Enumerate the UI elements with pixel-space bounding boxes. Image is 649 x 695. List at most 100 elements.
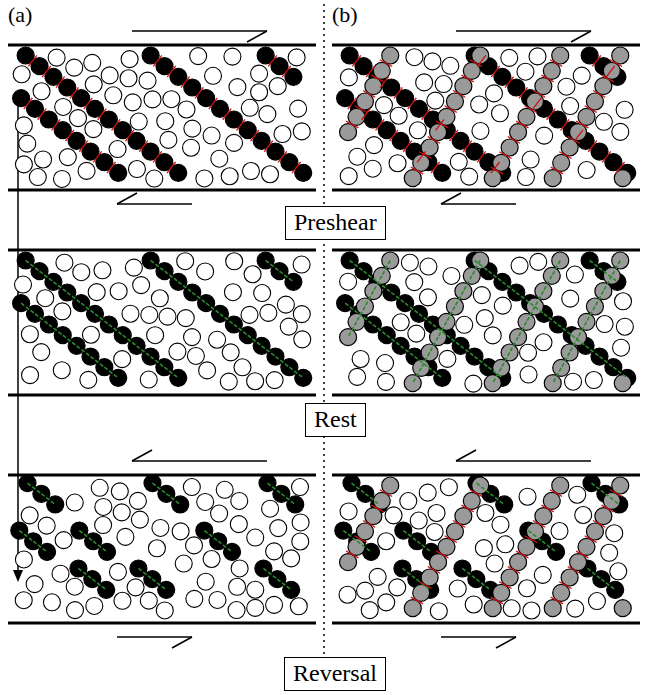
contact-tick <box>250 130 259 141</box>
loose-grain <box>190 48 207 65</box>
loose-grain <box>157 113 174 130</box>
shear-wall <box>332 189 640 192</box>
loose-grain <box>569 486 586 503</box>
contact-line <box>490 494 504 505</box>
contact-tick <box>167 66 176 77</box>
loose-grain <box>251 84 268 101</box>
loose-grain <box>361 602 378 619</box>
chain-grain <box>404 170 421 187</box>
chain-grain <box>586 93 603 110</box>
loose-grain <box>113 504 130 521</box>
contact-line <box>377 282 391 293</box>
chain-grain <box>348 538 365 555</box>
loose-grain <box>91 479 108 496</box>
loose-grain <box>339 586 356 603</box>
loose-grain <box>426 523 443 540</box>
loose-grain <box>19 135 36 152</box>
chain-grain <box>614 600 631 617</box>
loose-grain <box>241 306 258 323</box>
loose-grain <box>277 296 294 313</box>
contact-line <box>90 357 104 368</box>
loose-grain <box>389 155 406 172</box>
contact-line <box>586 346 600 357</box>
loose-grain <box>94 262 111 279</box>
contact-line <box>419 314 433 325</box>
contact-line <box>19 531 33 542</box>
loose-grain <box>475 540 492 557</box>
loose-grain <box>66 578 83 595</box>
loose-grain <box>262 166 279 183</box>
loose-grain <box>228 602 245 619</box>
contact-line <box>104 367 118 378</box>
chain-grain <box>404 600 421 617</box>
contact-tick <box>519 87 528 98</box>
loose-grain <box>29 169 46 186</box>
contact-tick <box>551 597 563 604</box>
chain-grain <box>501 569 518 586</box>
loose-grain <box>151 290 168 307</box>
loose-grain <box>247 599 264 616</box>
contact-tick <box>394 87 403 98</box>
contact-line <box>461 346 475 357</box>
loose-grain <box>260 304 277 321</box>
loose-grain <box>578 162 595 179</box>
contact-line <box>413 368 421 383</box>
contact-tick <box>592 55 601 66</box>
contact-tick <box>167 162 176 173</box>
chain-grain <box>365 78 382 95</box>
chain-grain <box>518 538 535 555</box>
chain-grain <box>484 600 501 617</box>
loose-grain <box>220 373 237 390</box>
loose-grain <box>364 160 381 177</box>
loose-grain <box>160 131 177 148</box>
contact-tick <box>576 551 588 558</box>
shear-arrow <box>117 203 192 205</box>
loose-grain <box>492 516 509 533</box>
contact-line <box>178 282 192 293</box>
loose-grain <box>280 318 297 335</box>
contact-line <box>67 293 81 304</box>
loose-grain <box>456 316 473 333</box>
loose-grain <box>294 331 311 348</box>
loose-grain <box>222 344 239 361</box>
stage-label: Preshear <box>294 209 377 235</box>
loose-grain <box>21 326 38 343</box>
loose-grain <box>244 266 261 283</box>
loose-grain <box>224 284 241 301</box>
contact-tick <box>79 141 88 152</box>
loose-grain <box>95 498 112 515</box>
loose-grain <box>430 603 447 620</box>
loose-grain <box>340 168 357 185</box>
contact-tick <box>363 520 375 527</box>
loose-grain <box>15 551 32 568</box>
loose-grain <box>148 540 165 557</box>
contact-tick <box>363 90 375 97</box>
loose-grain <box>283 550 300 567</box>
contact-tick <box>585 536 597 543</box>
loose-grain <box>131 511 148 528</box>
contact-line <box>552 261 560 276</box>
chain-grain <box>114 327 131 344</box>
loose-grain <box>369 568 386 585</box>
contact-line <box>164 367 178 378</box>
loose-grain <box>266 543 283 560</box>
loose-grain <box>229 578 246 595</box>
contact-tick <box>139 141 148 152</box>
chain-grain <box>595 508 612 525</box>
loose-grain <box>450 153 467 170</box>
loose-grain <box>209 331 226 348</box>
chain-grain <box>526 93 543 110</box>
loose-grain <box>293 123 310 140</box>
loose-grain <box>551 523 568 540</box>
loose-grain <box>130 113 147 130</box>
contact-line <box>605 494 619 505</box>
loose-grain <box>55 532 72 549</box>
contact-line <box>357 541 371 552</box>
contact-tick <box>610 490 622 497</box>
chain-grain <box>544 600 561 617</box>
stage-box: Preshear <box>285 206 386 240</box>
contact-line <box>92 579 106 590</box>
loose-grain <box>534 566 551 583</box>
contact-line <box>553 368 561 383</box>
loose-grain <box>465 596 482 613</box>
